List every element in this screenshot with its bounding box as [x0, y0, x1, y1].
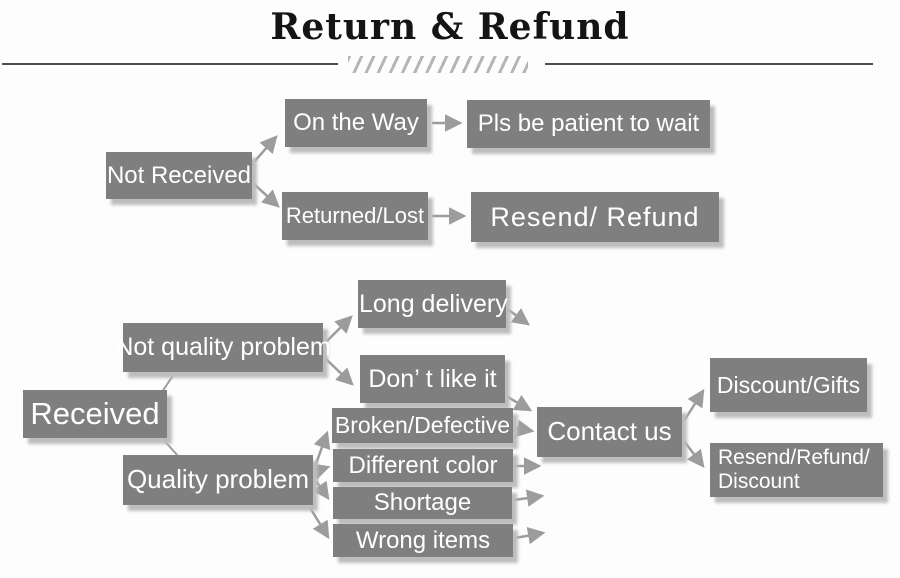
node-long-delivery: Long delivery [358, 280, 508, 328]
node-wrong-items: Wrong items [333, 524, 513, 557]
title-underline-left [2, 63, 338, 65]
node-resend-refund: Resend/ Refund [471, 192, 719, 242]
node-pls-be-patient-to-wait: Pls be patient to wait [467, 100, 710, 148]
title-underline-right [545, 63, 873, 65]
node-dont-like-it: Don’ t like it [360, 355, 505, 403]
connector-quality-wrongitems [307, 505, 330, 540]
node-resend-refund-discount: Resend/Refund/ Discount [710, 443, 883, 497]
connector-notquality-longdelivery [325, 315, 353, 343]
connector-received-notquality [161, 370, 177, 393]
connector-notreceived-ontheway [253, 135, 278, 163]
node-on-the-way: On the Way [285, 99, 427, 147]
connector-wrongitems-out [514, 527, 546, 545]
node-contact-us: Contact us [537, 407, 682, 457]
connector-contact-discountgifts [682, 388, 705, 422]
connector-notreceived-returnedlost [253, 183, 280, 208]
node-not-quality-problem: Not quality problem [115, 323, 331, 372]
connector-quality-shortage [312, 480, 330, 501]
title-hatch-decoration [348, 56, 528, 73]
node-different-color: Different color [333, 449, 513, 482]
connector-quality-broken [313, 430, 331, 465]
node-broken-defective: Broken/Defective [332, 408, 513, 443]
page-title: Return & Refund [270, 6, 630, 48]
connector-quality-different [311, 463, 331, 481]
connector-longdelivery-out [505, 306, 531, 326]
connector-notquality-dontlike [325, 358, 354, 386]
node-not-received: Not Received [106, 152, 252, 199]
connector-contact-resenddiscount [683, 440, 705, 468]
node-received: Received [23, 390, 167, 438]
connector-received-quality [160, 436, 179, 457]
connector-shortage-out [513, 489, 545, 507]
connector-dontlike-contact [505, 394, 533, 412]
connector-broken-contact [514, 419, 535, 438]
node-returned-lost: Returned/Lost [282, 192, 428, 240]
node-discount-gifts: Discount/Gifts [710, 358, 867, 412]
node-quality-problem: Quality problem [123, 455, 313, 505]
node-shortage: Shortage [333, 487, 512, 519]
